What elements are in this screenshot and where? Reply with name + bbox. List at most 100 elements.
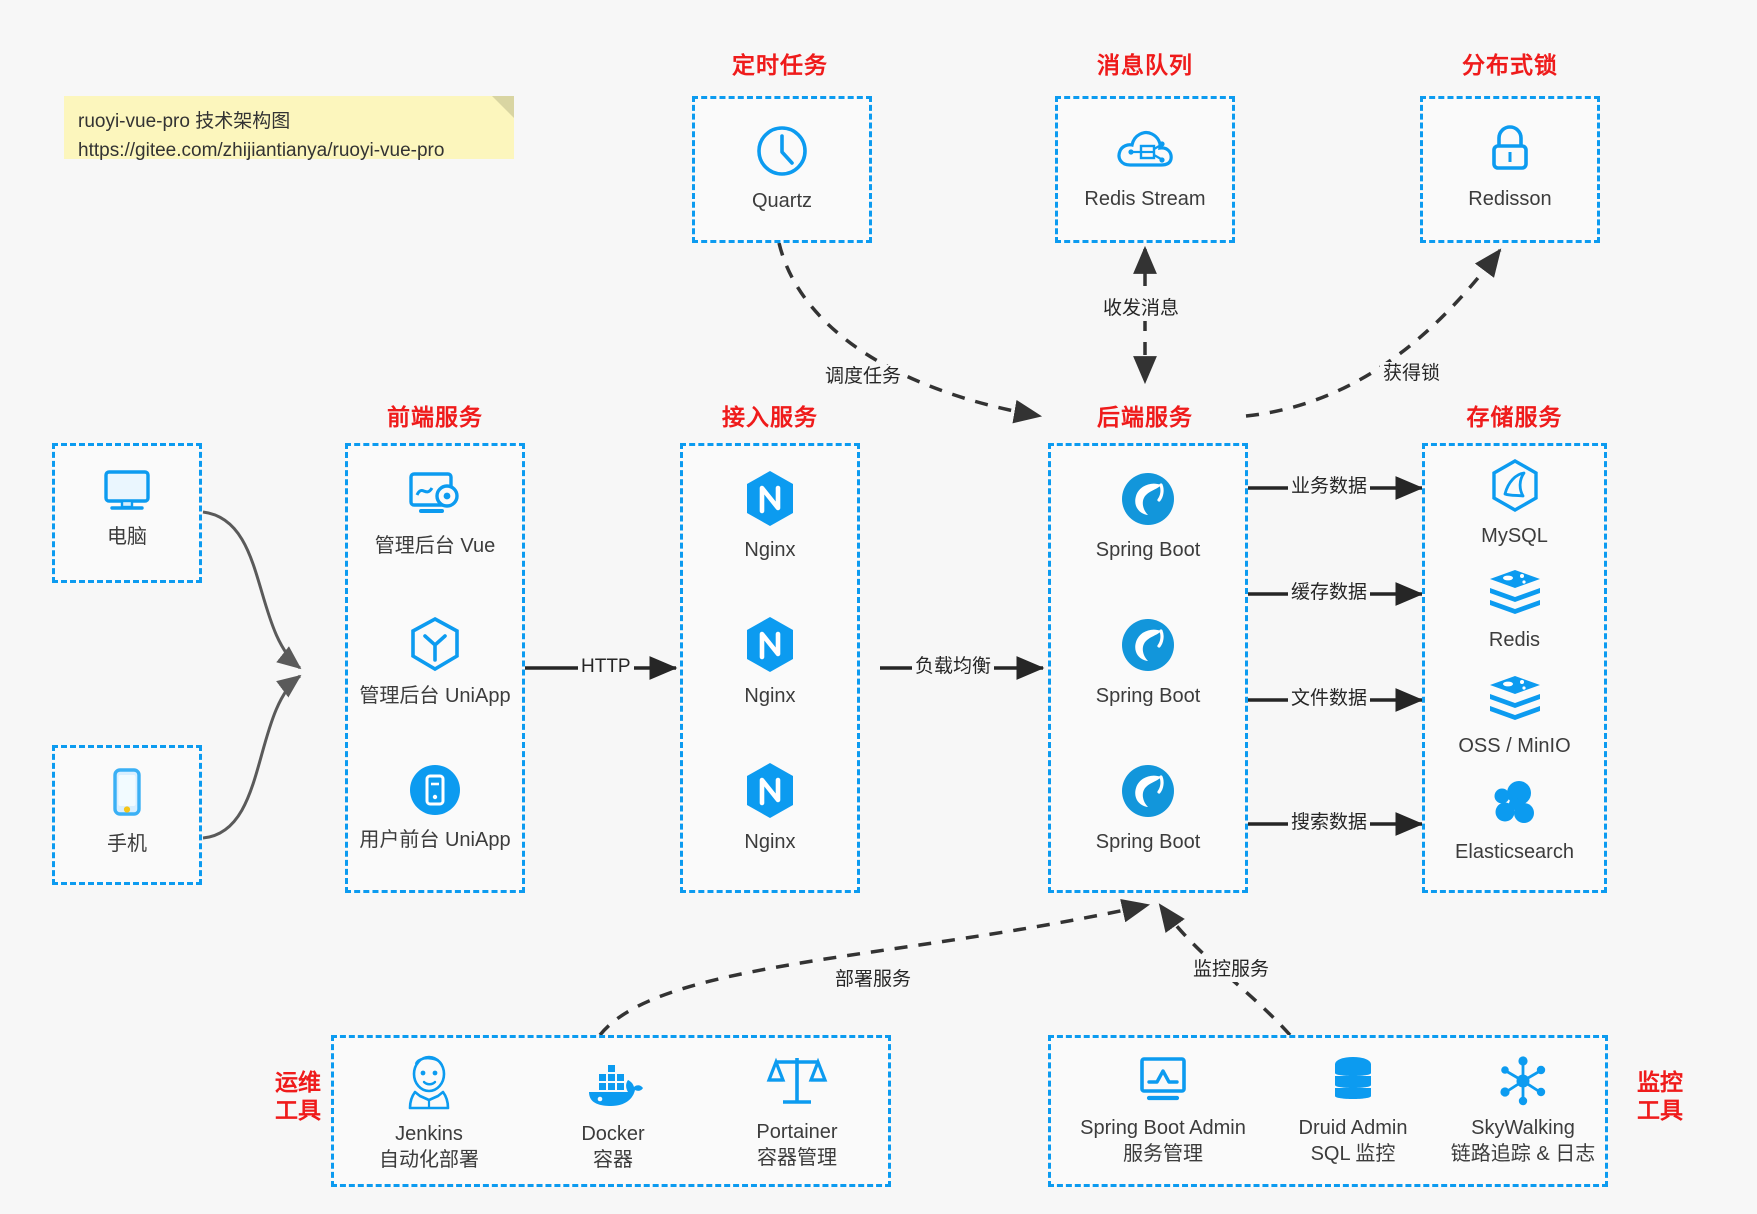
edge-label-biz-data: 业务数据 bbox=[1288, 475, 1371, 499]
node-label: Redis Stream bbox=[1084, 188, 1206, 210]
node-label: Docker bbox=[581, 1123, 645, 1145]
node-spring-boot-2[interactable]: Spring Boot bbox=[1051, 614, 1245, 709]
redis-icon bbox=[1489, 570, 1540, 614]
edge-label-file-data: 文件数据 bbox=[1288, 687, 1371, 711]
node-label: Spring Boot Admin bbox=[1080, 1117, 1246, 1139]
nginx-icon bbox=[747, 471, 793, 526]
group-title-gateway: 接入服务 bbox=[722, 404, 818, 430]
group-title-message-queue: 消息队列 bbox=[1097, 52, 1193, 78]
edge-label-cache-data: 缓存数据 bbox=[1288, 581, 1371, 605]
group-title-backend: 后端服务 bbox=[1097, 404, 1193, 430]
edge-acquire-lock bbox=[1245, 248, 1502, 418]
jenkins-icon bbox=[408, 1055, 450, 1110]
node-spring-boot-1[interactable]: Spring Boot bbox=[1051, 468, 1245, 563]
group-title-devops: 运维 工具 bbox=[258, 1068, 338, 1124]
sticky-note: ruoyi-vue-pro 技术架构图 https://gitee.com/zh… bbox=[64, 96, 514, 161]
node-label: Portainer bbox=[756, 1121, 838, 1143]
group-message-queue: Redis Stream bbox=[1055, 96, 1235, 243]
mobile-app-icon bbox=[410, 765, 460, 815]
spring-boot-icon bbox=[1122, 619, 1174, 671]
group-distributed-lock: Redisson bbox=[1420, 96, 1600, 243]
edge-schedule-task bbox=[777, 242, 1043, 424]
edge-label-acquire-lock: 获得锁 bbox=[1380, 362, 1444, 386]
node-label: Spring Boot bbox=[1095, 685, 1201, 707]
node-spring-boot-admin[interactable]: Spring Boot Admin 服务管理 bbox=[1063, 1054, 1263, 1168]
node-nginx-2[interactable]: Nginx bbox=[683, 614, 857, 709]
group-title-monitoring: 监控 工具 bbox=[1620, 1068, 1700, 1124]
group-title-distributed-lock: 分布式锁 bbox=[1462, 52, 1558, 78]
edge-label-deploy-service: 部署服务 bbox=[832, 968, 915, 992]
node-label: OSS / MinIO bbox=[1458, 735, 1571, 757]
monitoring-title-line-2: 工具 bbox=[1637, 1097, 1683, 1124]
node-elasticsearch[interactable]: Elasticsearch bbox=[1425, 776, 1604, 865]
node-label: MySQL bbox=[1481, 525, 1548, 547]
node-nginx-1[interactable]: Nginx bbox=[683, 468, 857, 563]
desktop-icon bbox=[104, 470, 150, 510]
group-monitoring-tools: Spring Boot Admin 服务管理 Druid Admin SQL 监… bbox=[1048, 1035, 1608, 1187]
node-portainer[interactable]: Portainer 容器管理 bbox=[722, 1050, 872, 1172]
node-label: SkyWalking bbox=[1471, 1117, 1575, 1139]
node-admin-uniapp[interactable]: 管理后台 UniApp bbox=[348, 614, 522, 709]
clock-icon bbox=[757, 126, 807, 176]
group-client-mobile: 手机 bbox=[52, 745, 202, 885]
devops-title-line-2: 工具 bbox=[275, 1097, 321, 1124]
node-nginx-3[interactable]: Nginx bbox=[683, 760, 857, 855]
skywalking-icon bbox=[1500, 1056, 1546, 1106]
group-title-storage: 存储服务 bbox=[1466, 404, 1563, 430]
node-label: 手机 bbox=[107, 833, 147, 855]
group-storage-services: MySQL Redis OSS / MinIO bbox=[1422, 443, 1607, 893]
edge-label-http: HTTP bbox=[578, 655, 634, 679]
note-line-2: https://gitee.com/zhijiantianya/ruoyi-vu… bbox=[78, 140, 445, 162]
edge-mobile-to-frontend bbox=[202, 674, 302, 840]
node-jenkins[interactable]: Jenkins 自动化部署 bbox=[354, 1052, 504, 1174]
spring-boot-icon bbox=[1122, 473, 1174, 525]
node-sublabel: 服务管理 bbox=[1123, 1143, 1203, 1165]
spring-boot-icon bbox=[1122, 765, 1174, 817]
group-backend-services: Spring Boot Spring Boot Spring Boot bbox=[1048, 443, 1248, 893]
mysql-icon bbox=[1491, 459, 1538, 512]
devops-title-line-1: 运维 bbox=[275, 1069, 321, 1095]
edge-label-load-balance: 负载均衡 bbox=[912, 655, 995, 679]
node-oss-minio[interactable]: OSS / MinIO bbox=[1425, 670, 1604, 759]
node-skywalking[interactable]: SkyWalking 链路追踪 & 日志 bbox=[1433, 1054, 1613, 1168]
group-devops-tools: Jenkins 自动化部署 Docker 容器 bbox=[331, 1035, 891, 1187]
node-redis-stream[interactable]: Redis Stream bbox=[1058, 121, 1232, 212]
node-redisson[interactable]: Redisson bbox=[1423, 119, 1597, 212]
node-sublabel: SQL 监控 bbox=[1310, 1143, 1396, 1165]
group-frontend-services: 管理后台 Vue 管理后台 UniApp 用户前台 UniApp bbox=[345, 443, 525, 893]
group-title-frontend: 前端服务 bbox=[387, 404, 483, 430]
node-desktop[interactable]: 电脑 bbox=[55, 463, 199, 550]
node-mobile-phone[interactable]: 手机 bbox=[55, 766, 199, 857]
note-text: ruoyi-vue-pro 技术架构图 https://gitee.com/zh… bbox=[78, 107, 444, 166]
database-icon bbox=[1335, 1057, 1371, 1099]
node-label: 管理后台 Vue bbox=[374, 535, 496, 557]
nginx-icon bbox=[747, 763, 793, 818]
note-fold-corner bbox=[492, 96, 514, 118]
node-sublabel: 自动化部署 bbox=[379, 1149, 479, 1171]
node-label: 用户前台 UniApp bbox=[359, 829, 511, 851]
node-user-uniapp[interactable]: 用户前台 UniApp bbox=[348, 760, 522, 853]
elasticsearch-icon bbox=[1494, 781, 1534, 823]
node-admin-vue[interactable]: 管理后台 Vue bbox=[348, 468, 522, 559]
node-label: Nginx bbox=[744, 539, 796, 561]
lock-icon bbox=[1492, 125, 1528, 170]
node-label: Spring Boot bbox=[1095, 539, 1201, 561]
node-druid-admin[interactable]: Druid Admin SQL 监控 bbox=[1273, 1054, 1433, 1168]
group-scheduled-tasks: Quartz bbox=[692, 96, 872, 243]
admin-dashboard-icon bbox=[409, 472, 459, 513]
object-storage-icon bbox=[1489, 676, 1540, 720]
uniapp-cube-icon bbox=[411, 616, 459, 672]
node-label: Quartz bbox=[751, 190, 813, 212]
node-label: Jenkins bbox=[395, 1123, 463, 1145]
cloud-stream-icon bbox=[1117, 131, 1173, 167]
node-mysql[interactable]: MySQL bbox=[1425, 458, 1604, 549]
node-docker[interactable]: Docker 容器 bbox=[538, 1052, 688, 1174]
node-spring-boot-3[interactable]: Spring Boot bbox=[1051, 760, 1245, 855]
node-sublabel: 容器管理 bbox=[757, 1147, 837, 1169]
node-label: 电脑 bbox=[107, 526, 147, 548]
node-quartz[interactable]: Quartz bbox=[695, 121, 869, 214]
node-label: Redisson bbox=[1468, 188, 1552, 210]
edge-label-schedule-task: 调度任务 bbox=[822, 365, 905, 389]
edge-desktop-to-frontend bbox=[202, 510, 302, 670]
node-redis[interactable]: Redis bbox=[1425, 564, 1604, 653]
